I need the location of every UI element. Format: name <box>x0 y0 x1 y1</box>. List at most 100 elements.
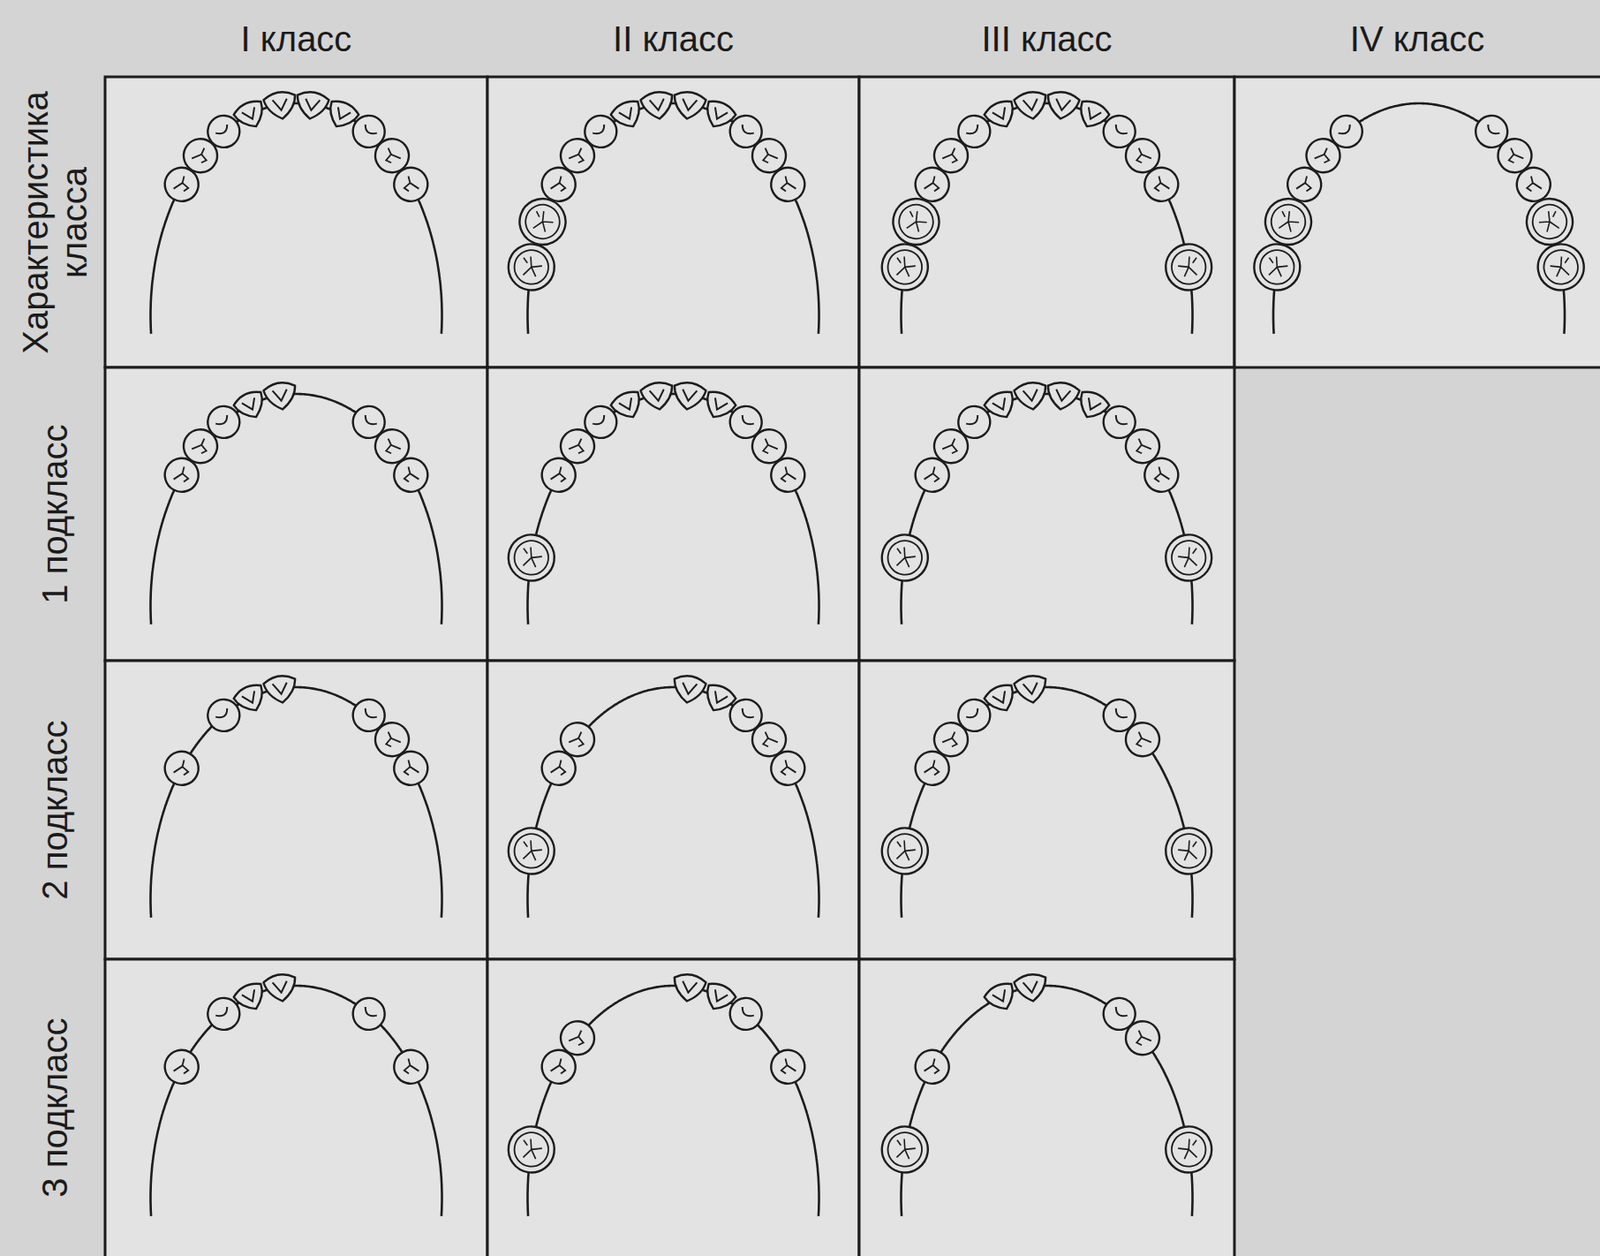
tooth <box>765 1043 811 1089</box>
tooth-mark <box>568 436 589 457</box>
table-cell <box>487 958 860 1256</box>
incisor-tooth <box>1013 90 1050 121</box>
tooth <box>909 1043 955 1089</box>
tooth <box>640 90 676 121</box>
tooth-mark <box>924 174 944 196</box>
tooth-mark <box>1177 1137 1200 1160</box>
incisor-tooth <box>640 90 676 121</box>
tooth-mark <box>568 729 589 750</box>
tooth-mark <box>362 1005 378 1019</box>
tooth-mark <box>272 388 289 402</box>
tooth-mark <box>1113 414 1128 428</box>
tooth-mark <box>757 145 778 167</box>
column-header: IV класс <box>1350 19 1485 59</box>
canine-tooth <box>723 991 769 1037</box>
column-header: I класс <box>241 19 353 59</box>
tooth-mark <box>894 838 917 861</box>
incisor-tooth <box>263 972 299 1004</box>
tooth <box>535 745 582 791</box>
tooth-mark <box>400 174 419 196</box>
tooth <box>1118 716 1166 763</box>
arch-line <box>901 686 1193 918</box>
tooth <box>878 1123 932 1177</box>
tooth-mark <box>904 209 929 234</box>
tooth-mark <box>173 465 193 486</box>
tooth <box>505 1123 559 1177</box>
tooth-mark <box>885 537 925 577</box>
tooth-mark <box>777 1056 796 1078</box>
tooth <box>1013 972 1050 1004</box>
tooth-mark <box>1177 255 1200 278</box>
tooth <box>1259 192 1318 251</box>
tooth-mark <box>1084 106 1102 122</box>
tooth <box>1118 1014 1166 1062</box>
table-cell <box>105 367 488 661</box>
molar-tooth <box>505 241 559 295</box>
tooth <box>1139 161 1185 207</box>
tooth-mark <box>400 1056 419 1078</box>
tooth <box>535 1043 582 1089</box>
tooth <box>887 192 946 251</box>
tooth-mark <box>942 729 962 750</box>
tooth-mark <box>924 758 944 779</box>
arch-line <box>1273 103 1565 334</box>
tooth <box>1013 673 1050 705</box>
tooth-mark <box>400 758 419 779</box>
arch-line <box>150 686 443 918</box>
tooth <box>878 824 932 878</box>
tooth-mark <box>1177 545 1200 568</box>
molar-tooth <box>1162 531 1216 585</box>
tooth-mark <box>894 1137 917 1160</box>
tooth-mark <box>894 255 917 278</box>
tooth-mark <box>777 174 796 196</box>
tooth-mark <box>739 707 755 721</box>
tooth <box>1520 192 1579 251</box>
tooth-mark <box>1113 1005 1128 1019</box>
tooth-mark <box>1528 200 1572 244</box>
molar-tooth <box>505 824 559 878</box>
tooth-mark <box>550 758 570 779</box>
tooth-mark <box>739 414 755 428</box>
canine-tooth <box>201 991 247 1037</box>
tooth-mark <box>568 145 589 167</box>
tooth-mark <box>618 106 636 122</box>
tooth <box>1139 452 1185 498</box>
table-cell <box>487 660 860 959</box>
table-cell <box>105 958 488 1256</box>
tooth <box>505 824 559 878</box>
column-header: II класс <box>612 19 734 59</box>
molar-tooth <box>513 192 573 251</box>
tooth <box>671 673 707 705</box>
tooth-mark <box>215 123 230 137</box>
tooth-mark <box>241 397 259 413</box>
tooth-mark <box>215 414 230 428</box>
tooth <box>981 979 1020 1015</box>
premolar-tooth <box>765 452 811 498</box>
table-cell <box>859 660 1235 959</box>
tooth-mark <box>1131 145 1151 167</box>
tooth <box>535 452 582 498</box>
tooth-mark <box>592 414 607 428</box>
incisor-tooth <box>981 979 1020 1015</box>
tooth <box>1162 241 1216 295</box>
table-cell <box>859 958 1235 1256</box>
tooth-mark <box>191 145 212 167</box>
tooth-mark <box>1131 729 1151 750</box>
tooth <box>263 673 299 705</box>
tooth <box>723 991 769 1037</box>
tooth-mark <box>520 1137 544 1160</box>
tooth-mark <box>885 247 925 287</box>
dental-arch <box>150 972 443 1216</box>
tooth-mark <box>1536 209 1562 234</box>
tooth-mark <box>1023 98 1040 112</box>
molar-tooth <box>878 241 932 295</box>
tooth <box>640 380 676 412</box>
tooth-mark <box>1113 707 1128 721</box>
tooth <box>909 452 955 498</box>
tooth-mark <box>520 838 544 861</box>
tooth <box>878 531 932 585</box>
tooth-mark <box>942 436 962 457</box>
incisor-tooth <box>671 380 707 412</box>
incisor-tooth <box>1013 972 1050 1004</box>
tooth-mark <box>710 397 728 413</box>
